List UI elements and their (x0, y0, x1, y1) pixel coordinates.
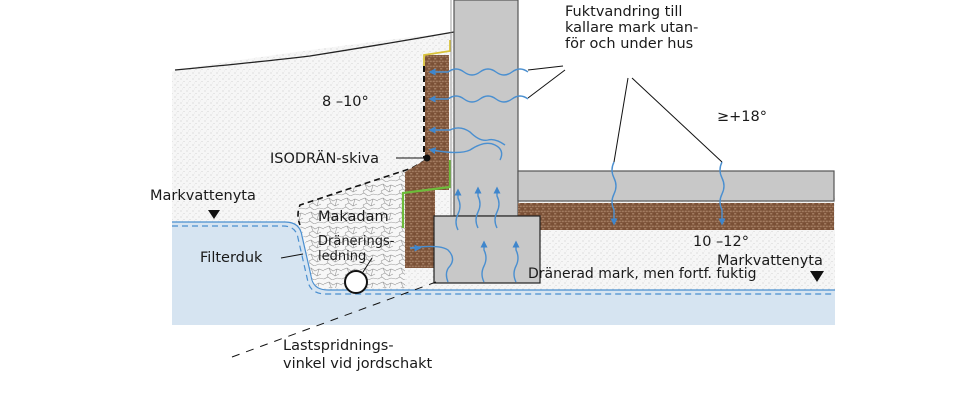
load-spread-line (231, 281, 437, 358)
slab-insulation (518, 203, 834, 230)
label-fuktvandring-2: kallare mark utan- (565, 20, 698, 36)
makadam-dashed-border (297, 159, 427, 226)
fuktvandring-leaders (527, 65, 723, 163)
foundation-wall (453, 0, 519, 217)
water-level-marker-left (208, 210, 220, 219)
ground-surface-line (174, 31, 455, 71)
label-fuktvandring-3: för och under hus (565, 36, 693, 52)
moisture-arrows-up (409, 186, 520, 283)
label-draneringsledning-2: ledning (318, 249, 366, 264)
label-temp-under: 10 –12° (693, 234, 749, 250)
label-lastspridning-2: vinkel vid jordschakt (283, 356, 432, 372)
label-temp-outside: 8 –10° (322, 94, 369, 110)
label-isodran: ISODRÄN-skiva (270, 149, 379, 167)
label-dranerad-mark: Dränerad mark, men fortf. fuktig (528, 266, 757, 282)
filterduk-line (172, 225, 835, 295)
water-level-marker-right (810, 271, 824, 282)
drainage-pipe-leader (362, 257, 373, 273)
floor-slab (517, 170, 835, 202)
filterduk-leader (280, 253, 304, 259)
isodran-leader-dot (423, 154, 431, 162)
label-temp-inside: ≥+18° (717, 109, 767, 125)
label-draneringsledning-1: Dränerings- (318, 234, 395, 249)
label-makadam: Makadam (318, 209, 389, 225)
drainage-pipe (344, 270, 368, 294)
moisture-arrows-down (610, 161, 726, 226)
water-surface-line (172, 221, 835, 291)
label-filterduk: Filterduk (200, 250, 263, 266)
yellow-edge-strip (423, 40, 451, 66)
moisture-arrows-wall (428, 68, 529, 161)
label-markvattenyta-left: Markvattenyta (150, 188, 256, 204)
label-markvattenyta-right: Markvattenyta (717, 253, 823, 269)
footing (433, 215, 541, 284)
groundwater (172, 222, 835, 325)
label-lastspridning-1: Lastspridnings- (283, 338, 394, 354)
label-fuktvandring-1: Fuktvandring till (565, 4, 682, 20)
makadam-zone (298, 168, 412, 288)
green-membrane (401, 160, 452, 228)
